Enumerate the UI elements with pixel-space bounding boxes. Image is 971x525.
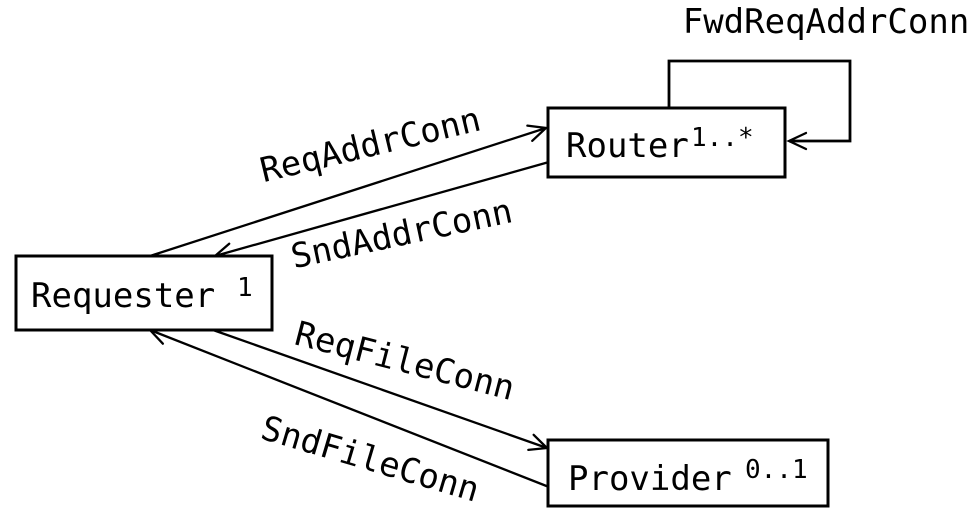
snd-file-conn-label: SndFileConn xyxy=(256,408,483,510)
fwd-req-addr-conn-label: FwdReqAddrConn xyxy=(683,2,970,42)
edge-fwd-req-addr-conn-self-loop xyxy=(667,59,852,151)
req-addr-conn-label: ReqAddrConn xyxy=(256,100,484,191)
req-file-conn-label: ReqFileConn xyxy=(291,314,519,409)
edge-req-file-conn xyxy=(212,328,550,452)
provider-multiplicity: 0..1 xyxy=(745,455,808,485)
edge-snd-addr-conn xyxy=(212,160,550,261)
requester-multiplicity: 1 xyxy=(237,273,253,303)
provider-node-label: Provider xyxy=(568,459,732,499)
router-node-label: Router xyxy=(566,126,689,166)
edge-snd-file-conn xyxy=(147,327,550,489)
requester-node-label: Requester xyxy=(31,276,215,316)
router-multiplicity: 1..* xyxy=(691,123,754,153)
router-node-box xyxy=(546,106,787,179)
requester-node-box xyxy=(14,254,274,332)
provider-node-box xyxy=(546,438,830,508)
edge-req-addr-conn xyxy=(149,124,549,258)
